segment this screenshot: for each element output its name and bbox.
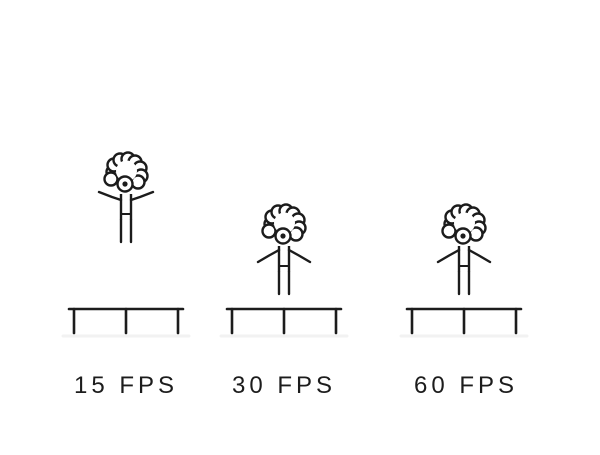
hair-curl	[441, 223, 457, 239]
stick-figure-icon	[436, 203, 492, 296]
fps-label-15: 15 FPS	[73, 372, 179, 399]
mouth	[460, 233, 466, 239]
stick-figure-icon	[256, 203, 312, 296]
arm	[129, 190, 155, 202]
fps-label-30: 30 FPS	[231, 372, 337, 399]
hair-curl	[261, 223, 277, 239]
curly-hair-icon	[441, 203, 487, 242]
trampoline-icon	[219, 307, 349, 338]
arm	[256, 248, 281, 264]
arm	[436, 248, 461, 264]
mouth	[122, 181, 128, 187]
hair-curl	[103, 171, 119, 187]
mouth	[280, 233, 286, 239]
trampoline-icon	[61, 307, 191, 338]
arm	[287, 248, 312, 264]
arm	[467, 248, 492, 264]
stick-figure-icon	[97, 151, 155, 244]
trampoline-icon	[399, 307, 529, 338]
fps-label-60: 60 FPS	[413, 372, 519, 399]
arm	[97, 190, 123, 202]
